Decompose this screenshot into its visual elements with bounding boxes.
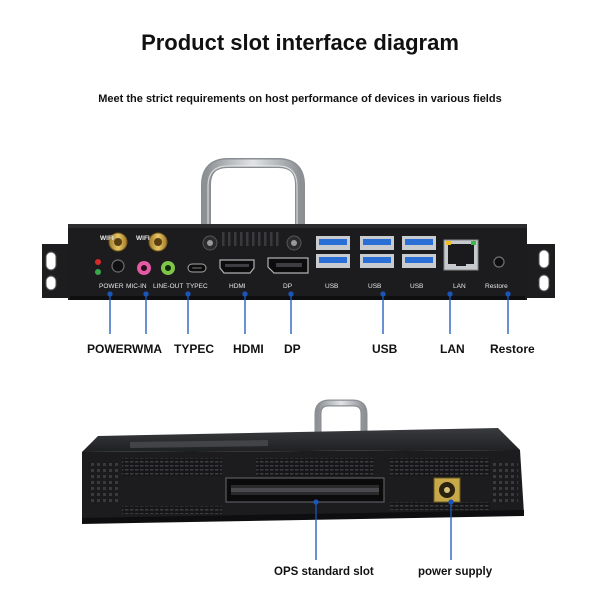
usb-ports [316,236,436,268]
page-subtitle: Meet the strict requirements on host per… [98,93,502,105]
upper-vents-3 [390,458,490,476]
bottom-unit [82,399,524,524]
callout-ops-slot: OPS standard slot [274,566,374,578]
callout-restore: Restore [490,342,535,356]
printed-usb-3: USB [410,283,423,290]
dp-port [267,257,309,274]
lower-vents-2 [390,502,490,510]
hdmi-port [219,259,255,274]
front-panel: WIFI WIFI [42,158,555,300]
power-supply-jack [433,477,461,503]
printed-hdmi: HDMI [229,283,246,290]
line-out-jack [161,261,175,275]
right-vents [492,462,518,502]
printed-usb-1: USB [325,283,338,290]
restore-button [493,256,505,268]
printed-mic-in: MIC-IN [126,283,147,290]
printed-restore: Restore [485,283,508,290]
callout-lan: LAN [440,342,465,356]
right-mounting-ear [522,244,555,298]
ops-slot [225,477,385,503]
power-indicators [95,259,125,275]
wifi-right-label: WIFI [136,235,150,242]
wifi-left-label: WIFI [100,235,114,242]
printed-lan: LAN [453,283,466,290]
lower-vents-1 [122,506,222,514]
lan-port [443,239,479,271]
callout-power-supply: power supply [418,566,493,578]
printed-dp: DP [283,283,292,290]
printed-typec: TYPEC [186,283,208,290]
upper-vents-1 [122,458,222,476]
left-vents [88,462,118,502]
callout-typec: TYPEC [174,342,215,356]
callout-hdmi: HDMI [233,342,264,356]
left-mounting-ear [42,244,72,298]
callout-dp: DP [284,342,301,356]
bottom-leader-lines [313,499,454,560]
wifi-antenna-left [108,232,128,252]
typec-port [187,263,207,273]
callout-power: POWER [87,342,133,356]
callout-usb: USB [372,342,398,356]
front-leader-lines [107,291,511,334]
callout-wma: WMA [132,342,162,356]
printed-line-out: LINE-OUT [153,283,183,290]
printed-power: POWER [99,283,124,290]
printed-usb-2: USB [368,283,381,290]
top-vents [222,232,279,246]
handle [201,158,305,253]
mic-in-jack [137,261,151,275]
upper-vents-2 [256,458,374,476]
page-title: Product slot interface diagram [141,30,459,55]
wifi-antenna-right [148,232,168,252]
